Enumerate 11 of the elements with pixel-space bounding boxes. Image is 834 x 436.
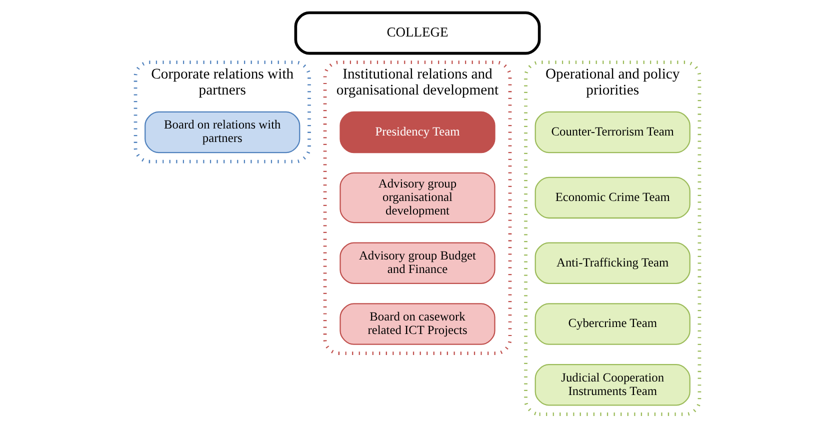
node-box: Judicial Cooperation Instruments Team [534, 364, 690, 406]
node-box: Cybercrime Team [534, 303, 690, 345]
node-box: COLLEGE [294, 11, 540, 55]
node-box: Counter-Terrorism Team [534, 111, 690, 154]
node-box: Advisory group organisational development [339, 172, 495, 224]
node-box: Presidency Team [339, 111, 495, 154]
node-box: Board on casework related ICT Projects [339, 303, 495, 345]
node-box: Economic Crime Team [534, 176, 690, 219]
node-box: Advisory group Budget and Finance [339, 242, 495, 284]
node-box: Anti-Trafficking Team [534, 242, 690, 284]
node-box: Board on relations with partners [144, 111, 300, 154]
